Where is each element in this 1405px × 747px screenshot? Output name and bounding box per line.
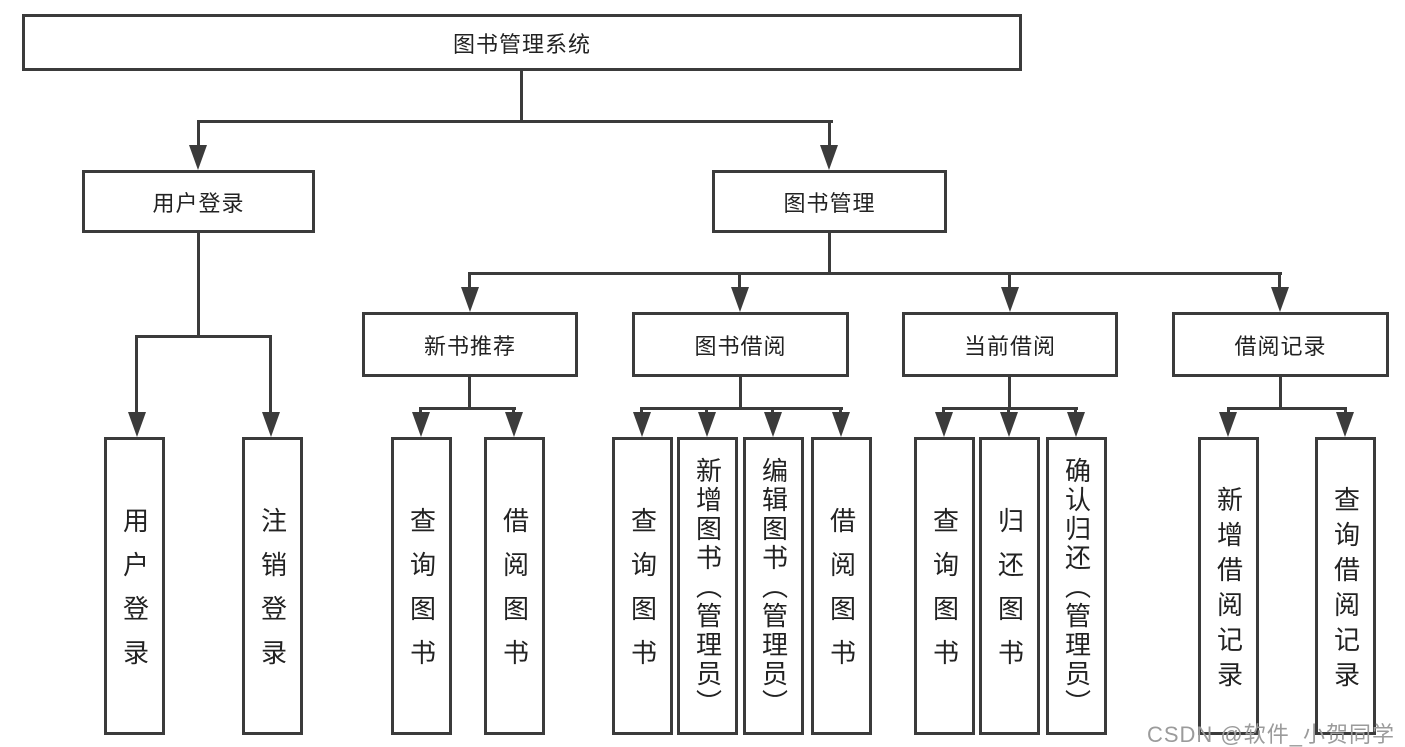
connector-arrow bbox=[505, 412, 523, 437]
leaf-label: 查询借阅记录 bbox=[1330, 485, 1361, 696]
watermark: CSDN @软件_小贺同学 bbox=[1146, 722, 1395, 747]
leaf-confirm-return-admin: 确认归还（管理员） bbox=[1046, 437, 1107, 735]
connector-arrow bbox=[1001, 287, 1019, 312]
connector-arrow bbox=[935, 412, 953, 437]
connector-line bbox=[468, 275, 471, 289]
connector-arrow bbox=[633, 412, 651, 437]
connector-line bbox=[739, 377, 742, 409]
connector-line bbox=[1227, 407, 1347, 410]
leaf-label: 用户登录 bbox=[119, 507, 150, 683]
connector-arrow bbox=[731, 287, 749, 312]
leaf-label: 确认归还（管理员） bbox=[1061, 457, 1092, 718]
connector-arrow bbox=[461, 287, 479, 312]
connector-arrow bbox=[412, 412, 430, 437]
leaf-label: 借阅图书 bbox=[826, 507, 857, 683]
connector-line bbox=[640, 407, 643, 415]
leaf-borrow-books-recommend: 借阅图书 bbox=[484, 437, 545, 735]
connector-line bbox=[738, 275, 741, 289]
connector-line bbox=[1279, 377, 1282, 409]
leaf-label: 新增图书（管理员） bbox=[692, 457, 723, 718]
leaf-add-book-admin: 新增图书（管理员） bbox=[677, 437, 738, 735]
connector-line bbox=[828, 233, 831, 274]
connector-line bbox=[1008, 377, 1011, 409]
connector-arrow bbox=[262, 412, 280, 437]
connector-line bbox=[1007, 407, 1010, 415]
node-current-borrow: 当前借阅 bbox=[902, 312, 1118, 377]
connector-line bbox=[197, 123, 200, 148]
leaf-add-borrow-record: 新增借阅记录 bbox=[1198, 437, 1259, 735]
connector-line bbox=[771, 407, 774, 415]
connector-line bbox=[520, 71, 523, 123]
leaf-borrow-books: 借阅图书 bbox=[811, 437, 872, 735]
leaf-return-book: 归还图书 bbox=[979, 437, 1040, 735]
leaf-label: 归还图书 bbox=[994, 507, 1025, 683]
connector-line bbox=[468, 272, 1282, 275]
connector-line bbox=[197, 233, 200, 337]
node-user-login: 用户登录 bbox=[82, 170, 315, 233]
connector-arrow bbox=[764, 412, 782, 437]
connector-arrow bbox=[1000, 412, 1018, 437]
connector-arrow bbox=[832, 412, 850, 437]
connector-line bbox=[135, 335, 272, 338]
connector-arrow bbox=[1271, 287, 1289, 312]
connector-line bbox=[705, 407, 708, 415]
leaf-label: 查询图书 bbox=[627, 507, 658, 683]
connector-line bbox=[197, 120, 833, 123]
connector-line bbox=[512, 407, 515, 415]
connector-line bbox=[1008, 275, 1011, 289]
connector-arrow bbox=[698, 412, 716, 437]
leaf-label: 借阅图书 bbox=[499, 507, 530, 683]
node-borrow-records: 借阅记录 bbox=[1172, 312, 1389, 377]
connector-line bbox=[942, 407, 1078, 410]
connector-line bbox=[419, 407, 422, 415]
leaf-label: 查询图书 bbox=[406, 507, 437, 683]
leaf-logout: 注销登录 bbox=[242, 437, 303, 735]
leaf-query-books-recommend: 查询图书 bbox=[391, 437, 452, 735]
connector-line bbox=[419, 407, 516, 410]
leaf-user-login: 用户登录 bbox=[104, 437, 165, 735]
connector-line bbox=[1227, 407, 1230, 415]
connector-arrow bbox=[1067, 412, 1085, 437]
connector-arrow bbox=[128, 412, 146, 437]
leaf-edit-book-admin: 编辑图书（管理员） bbox=[743, 437, 804, 735]
leaf-label: 查询图书 bbox=[929, 507, 960, 683]
connector-line bbox=[1344, 407, 1347, 415]
node-library-system: 图书管理系统 bbox=[22, 14, 1022, 71]
leaf-query-borrow-record: 查询借阅记录 bbox=[1315, 437, 1376, 735]
connector-line bbox=[640, 407, 843, 410]
connector-line bbox=[942, 407, 945, 415]
connector-arrow bbox=[189, 145, 207, 170]
leaf-label: 新增借阅记录 bbox=[1213, 485, 1244, 696]
connector-line bbox=[828, 123, 831, 148]
leaf-query-books-borrow: 查询图书 bbox=[612, 437, 673, 735]
leaf-label: 编辑图书（管理员） bbox=[758, 457, 789, 718]
connector-line bbox=[1278, 275, 1281, 289]
node-book-borrow: 图书借阅 bbox=[632, 312, 849, 377]
connector-line bbox=[468, 377, 471, 409]
connector-line bbox=[839, 407, 842, 415]
connector-arrow bbox=[1219, 412, 1237, 437]
connector-arrow bbox=[1336, 412, 1354, 437]
connector-arrow bbox=[820, 145, 838, 170]
leaf-query-books-current: 查询图书 bbox=[914, 437, 975, 735]
node-book-management: 图书管理 bbox=[712, 170, 947, 233]
connector-line bbox=[269, 338, 272, 414]
connector-line bbox=[135, 338, 138, 414]
node-new-book-recommend: 新书推荐 bbox=[362, 312, 578, 377]
connector-line bbox=[1074, 407, 1077, 415]
leaf-label: 注销登录 bbox=[257, 507, 288, 683]
